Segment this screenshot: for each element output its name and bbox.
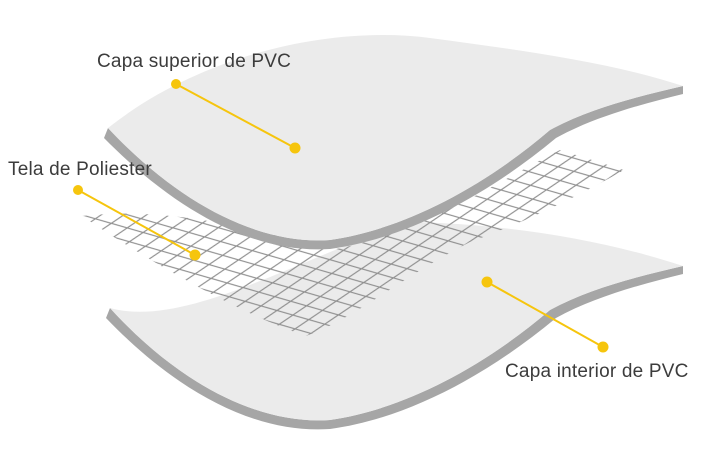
callout-top-layer xyxy=(171,79,301,154)
top-sheet-surface xyxy=(108,35,683,241)
top-sheet-thickness xyxy=(104,86,683,250)
top-layer-callout-line xyxy=(175,83,296,149)
callout-bottom-layer xyxy=(481,276,609,353)
top-layer-callout-dot-label xyxy=(171,79,181,89)
callout-mesh-layer xyxy=(73,185,201,261)
mesh-layer-callout-dot-label xyxy=(73,185,83,195)
bottom-layer-callout-dot-target xyxy=(481,276,493,288)
top-layer-callout-dot-target xyxy=(289,142,301,154)
bottom-layer-callout-dot-label xyxy=(597,341,609,353)
mesh-layer-callout-dot-target xyxy=(189,249,201,261)
bottom-sheet-surface xyxy=(110,222,683,421)
label-top-pvc-layer: Capa superior de PVC xyxy=(97,51,292,72)
mesh-layer-callout-line xyxy=(77,189,196,256)
polyester-mesh xyxy=(82,150,624,336)
top-pvc-sheet xyxy=(104,35,683,250)
bottom-sheet-thickness xyxy=(106,266,683,430)
label-polyester-mesh: Tela de Poliester xyxy=(8,159,152,180)
bottom-pvc-sheet xyxy=(106,222,683,430)
label-bottom-pvc-layer: Capa interior de PVC xyxy=(505,361,689,382)
bottom-layer-callout-line xyxy=(486,281,604,348)
